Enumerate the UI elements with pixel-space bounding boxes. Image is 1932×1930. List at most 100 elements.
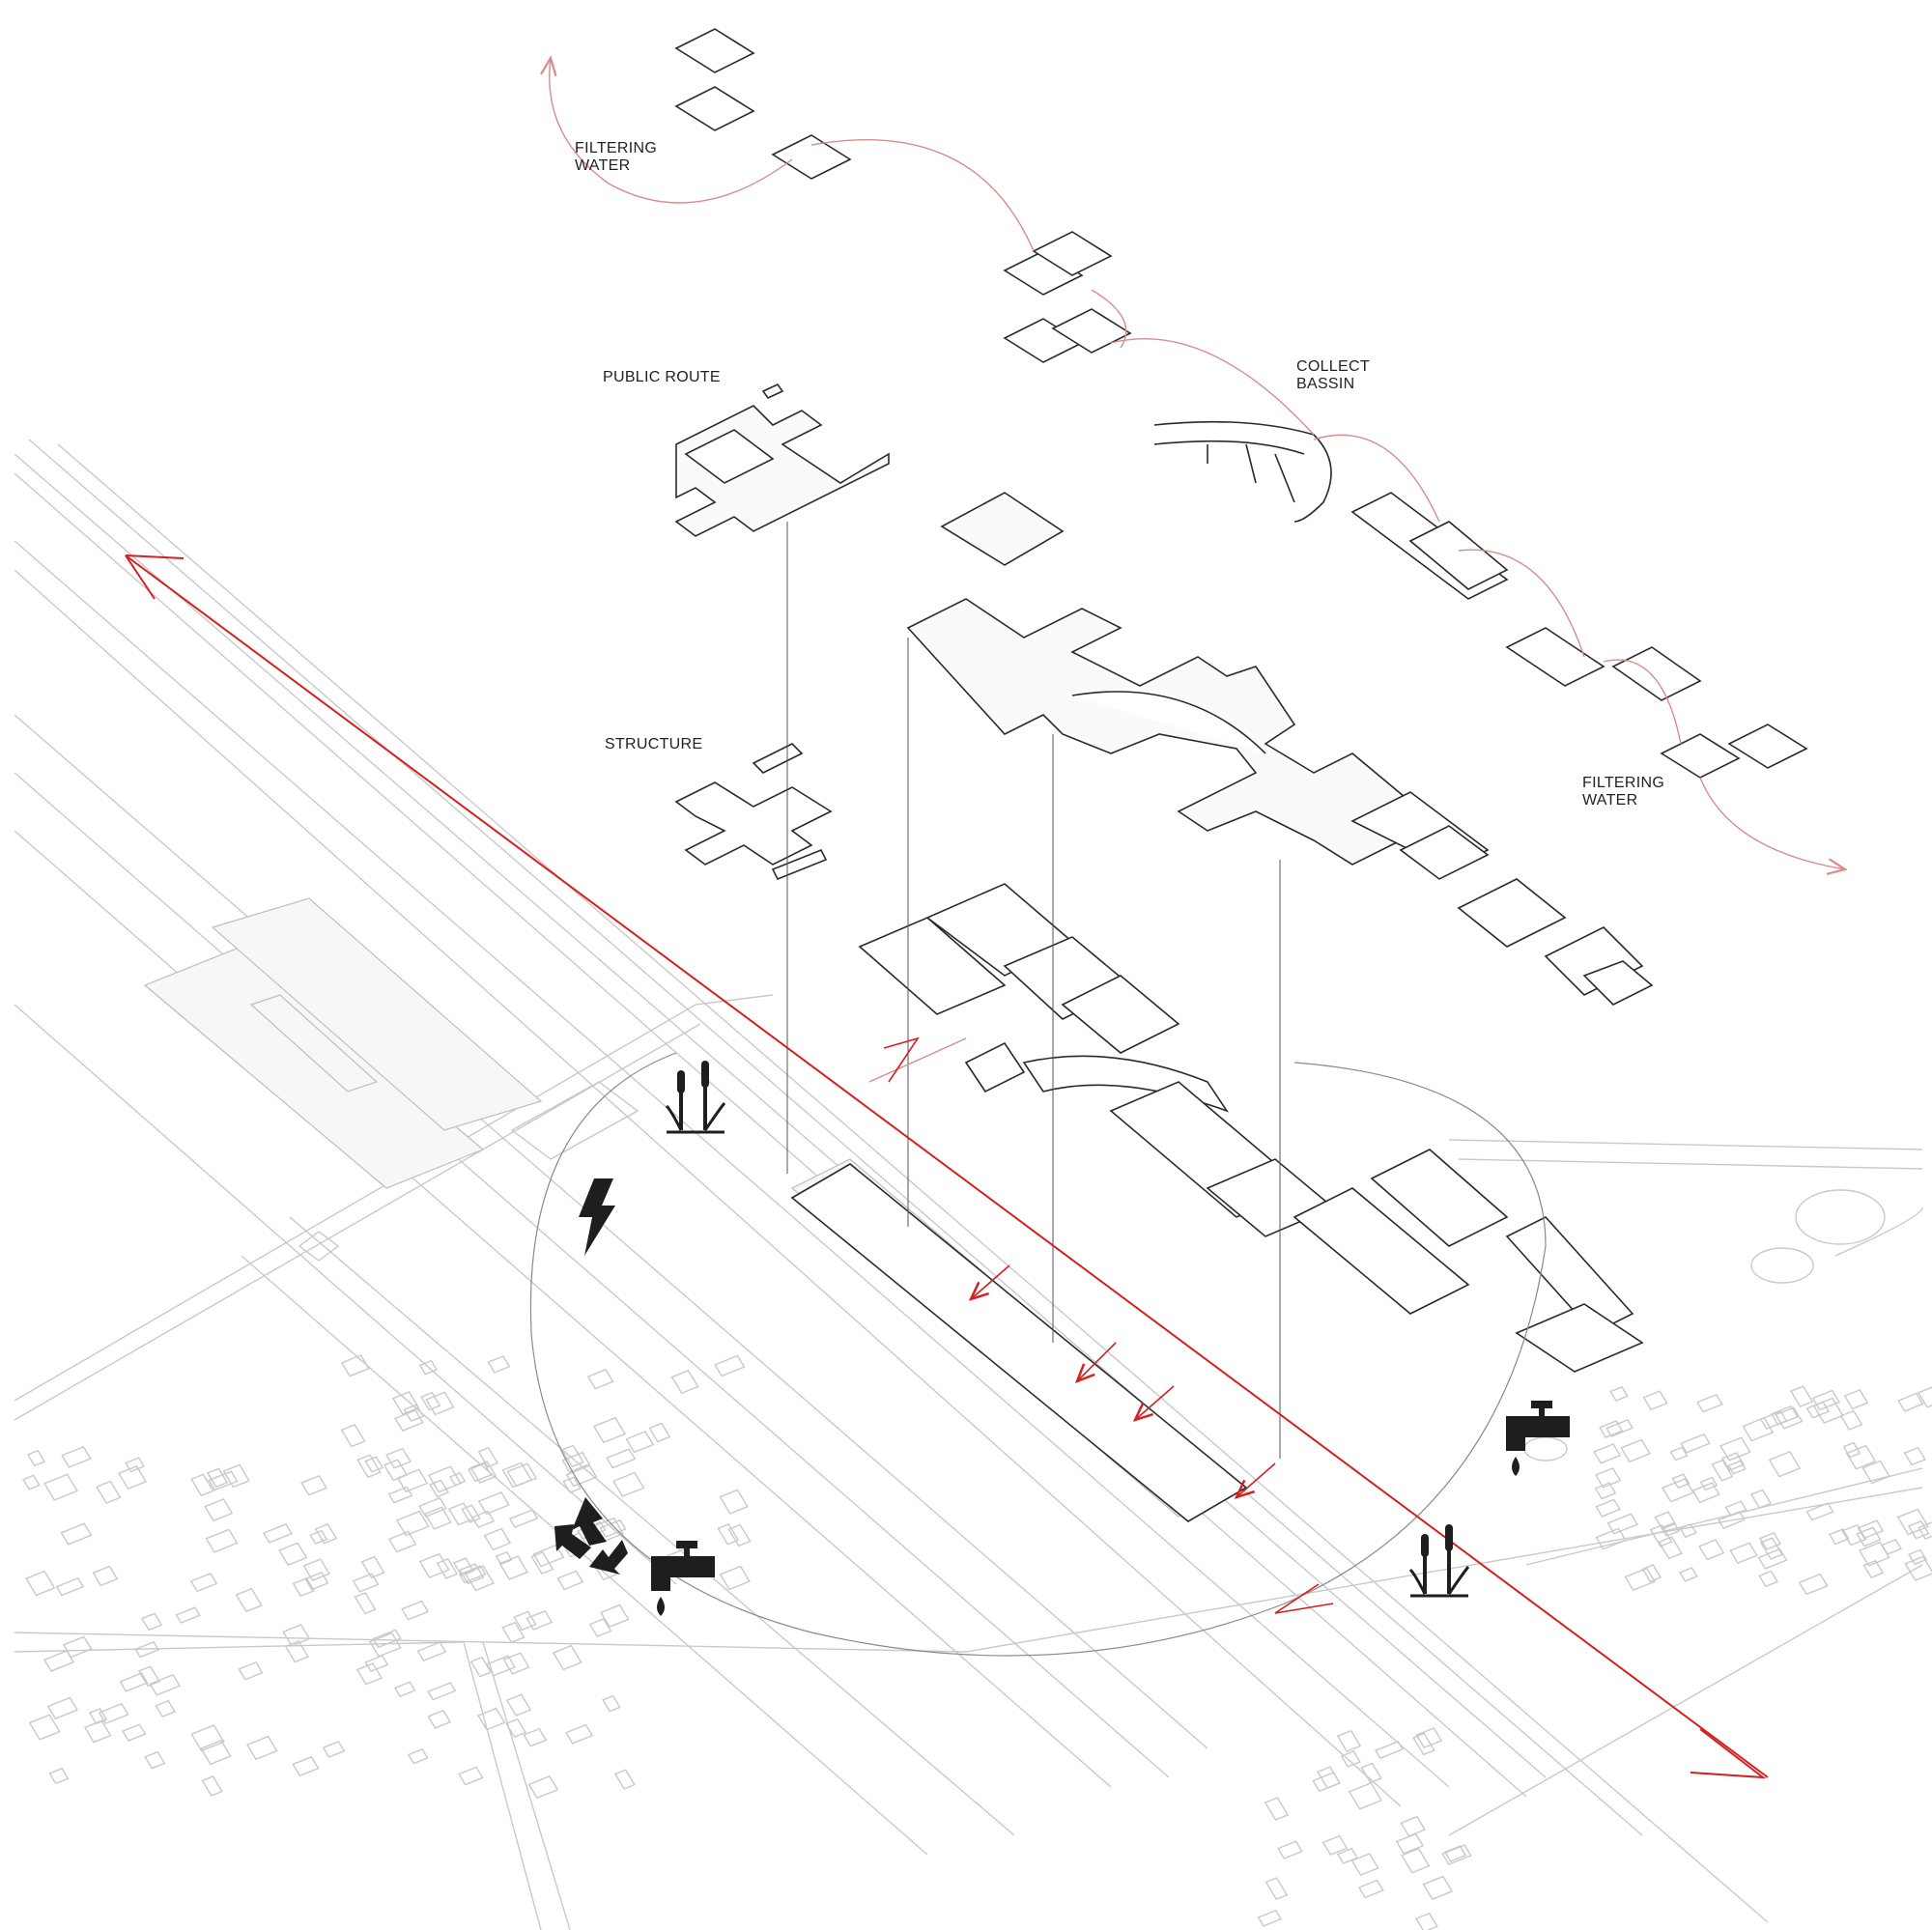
- house: [505, 1717, 527, 1739]
- house: [201, 1775, 223, 1797]
- house: [717, 1523, 740, 1546]
- house: [1348, 1781, 1383, 1810]
- house: [427, 1465, 462, 1493]
- house: [1896, 1508, 1930, 1536]
- house: [1658, 1536, 1683, 1560]
- house: [458, 1565, 487, 1584]
- house: [1412, 1732, 1435, 1756]
- house: [592, 1416, 627, 1444]
- house: [155, 1699, 177, 1717]
- house: [458, 1766, 484, 1786]
- house: [501, 1621, 526, 1644]
- house: [322, 1741, 346, 1758]
- house: [403, 1404, 425, 1423]
- house: [1841, 1523, 1867, 1547]
- house: [1641, 1564, 1662, 1583]
- house: [452, 1557, 474, 1576]
- house: [670, 1369, 699, 1395]
- house: [1749, 1489, 1773, 1509]
- house: [22, 1474, 41, 1490]
- village-houses: [22, 1354, 752, 1800]
- house: [292, 1576, 316, 1598]
- house: [508, 1509, 539, 1528]
- house: [387, 1486, 413, 1504]
- house: [1312, 1772, 1341, 1793]
- reed-plant-icon: [1408, 1524, 1470, 1598]
- house: [1395, 1832, 1425, 1855]
- filtering-water-label-right: FILTERING WATER: [1582, 775, 1669, 809]
- house: [1918, 1521, 1932, 1540]
- house: [26, 1449, 46, 1467]
- house: [506, 1462, 538, 1488]
- house: [372, 1629, 402, 1649]
- house: [1904, 1555, 1932, 1581]
- ground-buildings: [790, 883, 1644, 1522]
- house: [1861, 1460, 1890, 1485]
- house: [204, 1498, 234, 1522]
- house: [471, 1510, 496, 1529]
- house: [28, 1714, 61, 1741]
- house: [561, 1451, 591, 1473]
- filtering-water-label-top: FILTERING WATER: [575, 140, 662, 174]
- house: [205, 1528, 239, 1553]
- main-water-flow-arrow: [125, 554, 1769, 1779]
- house: [1857, 1519, 1885, 1540]
- house: [588, 1618, 612, 1638]
- house: [1917, 1386, 1932, 1408]
- house: [302, 1558, 330, 1581]
- house: [1422, 1875, 1454, 1901]
- house: [420, 1391, 441, 1411]
- house: [118, 1464, 148, 1490]
- house: [356, 1454, 382, 1479]
- house: [602, 1694, 621, 1713]
- house: [1699, 1476, 1719, 1491]
- house: [1277, 1840, 1303, 1859]
- house: [1770, 1405, 1799, 1426]
- house: [83, 1719, 112, 1744]
- house: [340, 1423, 366, 1448]
- house: [88, 1708, 108, 1725]
- house: [189, 1572, 218, 1593]
- house: [727, 1523, 752, 1547]
- layer-public-route: [674, 383, 890, 537]
- house: [43, 1650, 75, 1672]
- house: [464, 1565, 496, 1592]
- water-tap-icon: [1506, 1401, 1570, 1476]
- house: [300, 1474, 327, 1496]
- house: [436, 1558, 459, 1579]
- house: [235, 1587, 263, 1613]
- house: [190, 1724, 225, 1752]
- house: [1443, 1845, 1467, 1862]
- house: [611, 1471, 645, 1497]
- collect-bassin-label-line1: COLLECT: [1296, 358, 1370, 375]
- house: [1336, 1847, 1358, 1864]
- house: [1727, 1460, 1747, 1475]
- house: [487, 1355, 511, 1374]
- house: [523, 1727, 548, 1747]
- house: [355, 1662, 384, 1686]
- house: [238, 1661, 264, 1681]
- house: [495, 1550, 513, 1566]
- house: [200, 1739, 232, 1766]
- house: [1321, 1834, 1349, 1856]
- house: [222, 1463, 250, 1489]
- house: [1790, 1385, 1814, 1407]
- house: [207, 1467, 229, 1489]
- house: [530, 1551, 554, 1575]
- house: [175, 1606, 201, 1624]
- house: [1680, 1433, 1711, 1454]
- house: [625, 1431, 655, 1454]
- house: [1858, 1541, 1890, 1567]
- house: [459, 1563, 485, 1585]
- house: [505, 1693, 532, 1717]
- house: [262, 1523, 293, 1544]
- house: [208, 1470, 239, 1491]
- house: [423, 1506, 452, 1530]
- house: [60, 1522, 93, 1546]
- house: [1350, 1853, 1379, 1877]
- layer-filter-basins: [674, 28, 1808, 779]
- filtering-water-label-right-line1: FILTERING: [1582, 775, 1664, 791]
- house: [461, 1504, 481, 1523]
- house: [1845, 1444, 1877, 1470]
- house: [565, 1464, 598, 1488]
